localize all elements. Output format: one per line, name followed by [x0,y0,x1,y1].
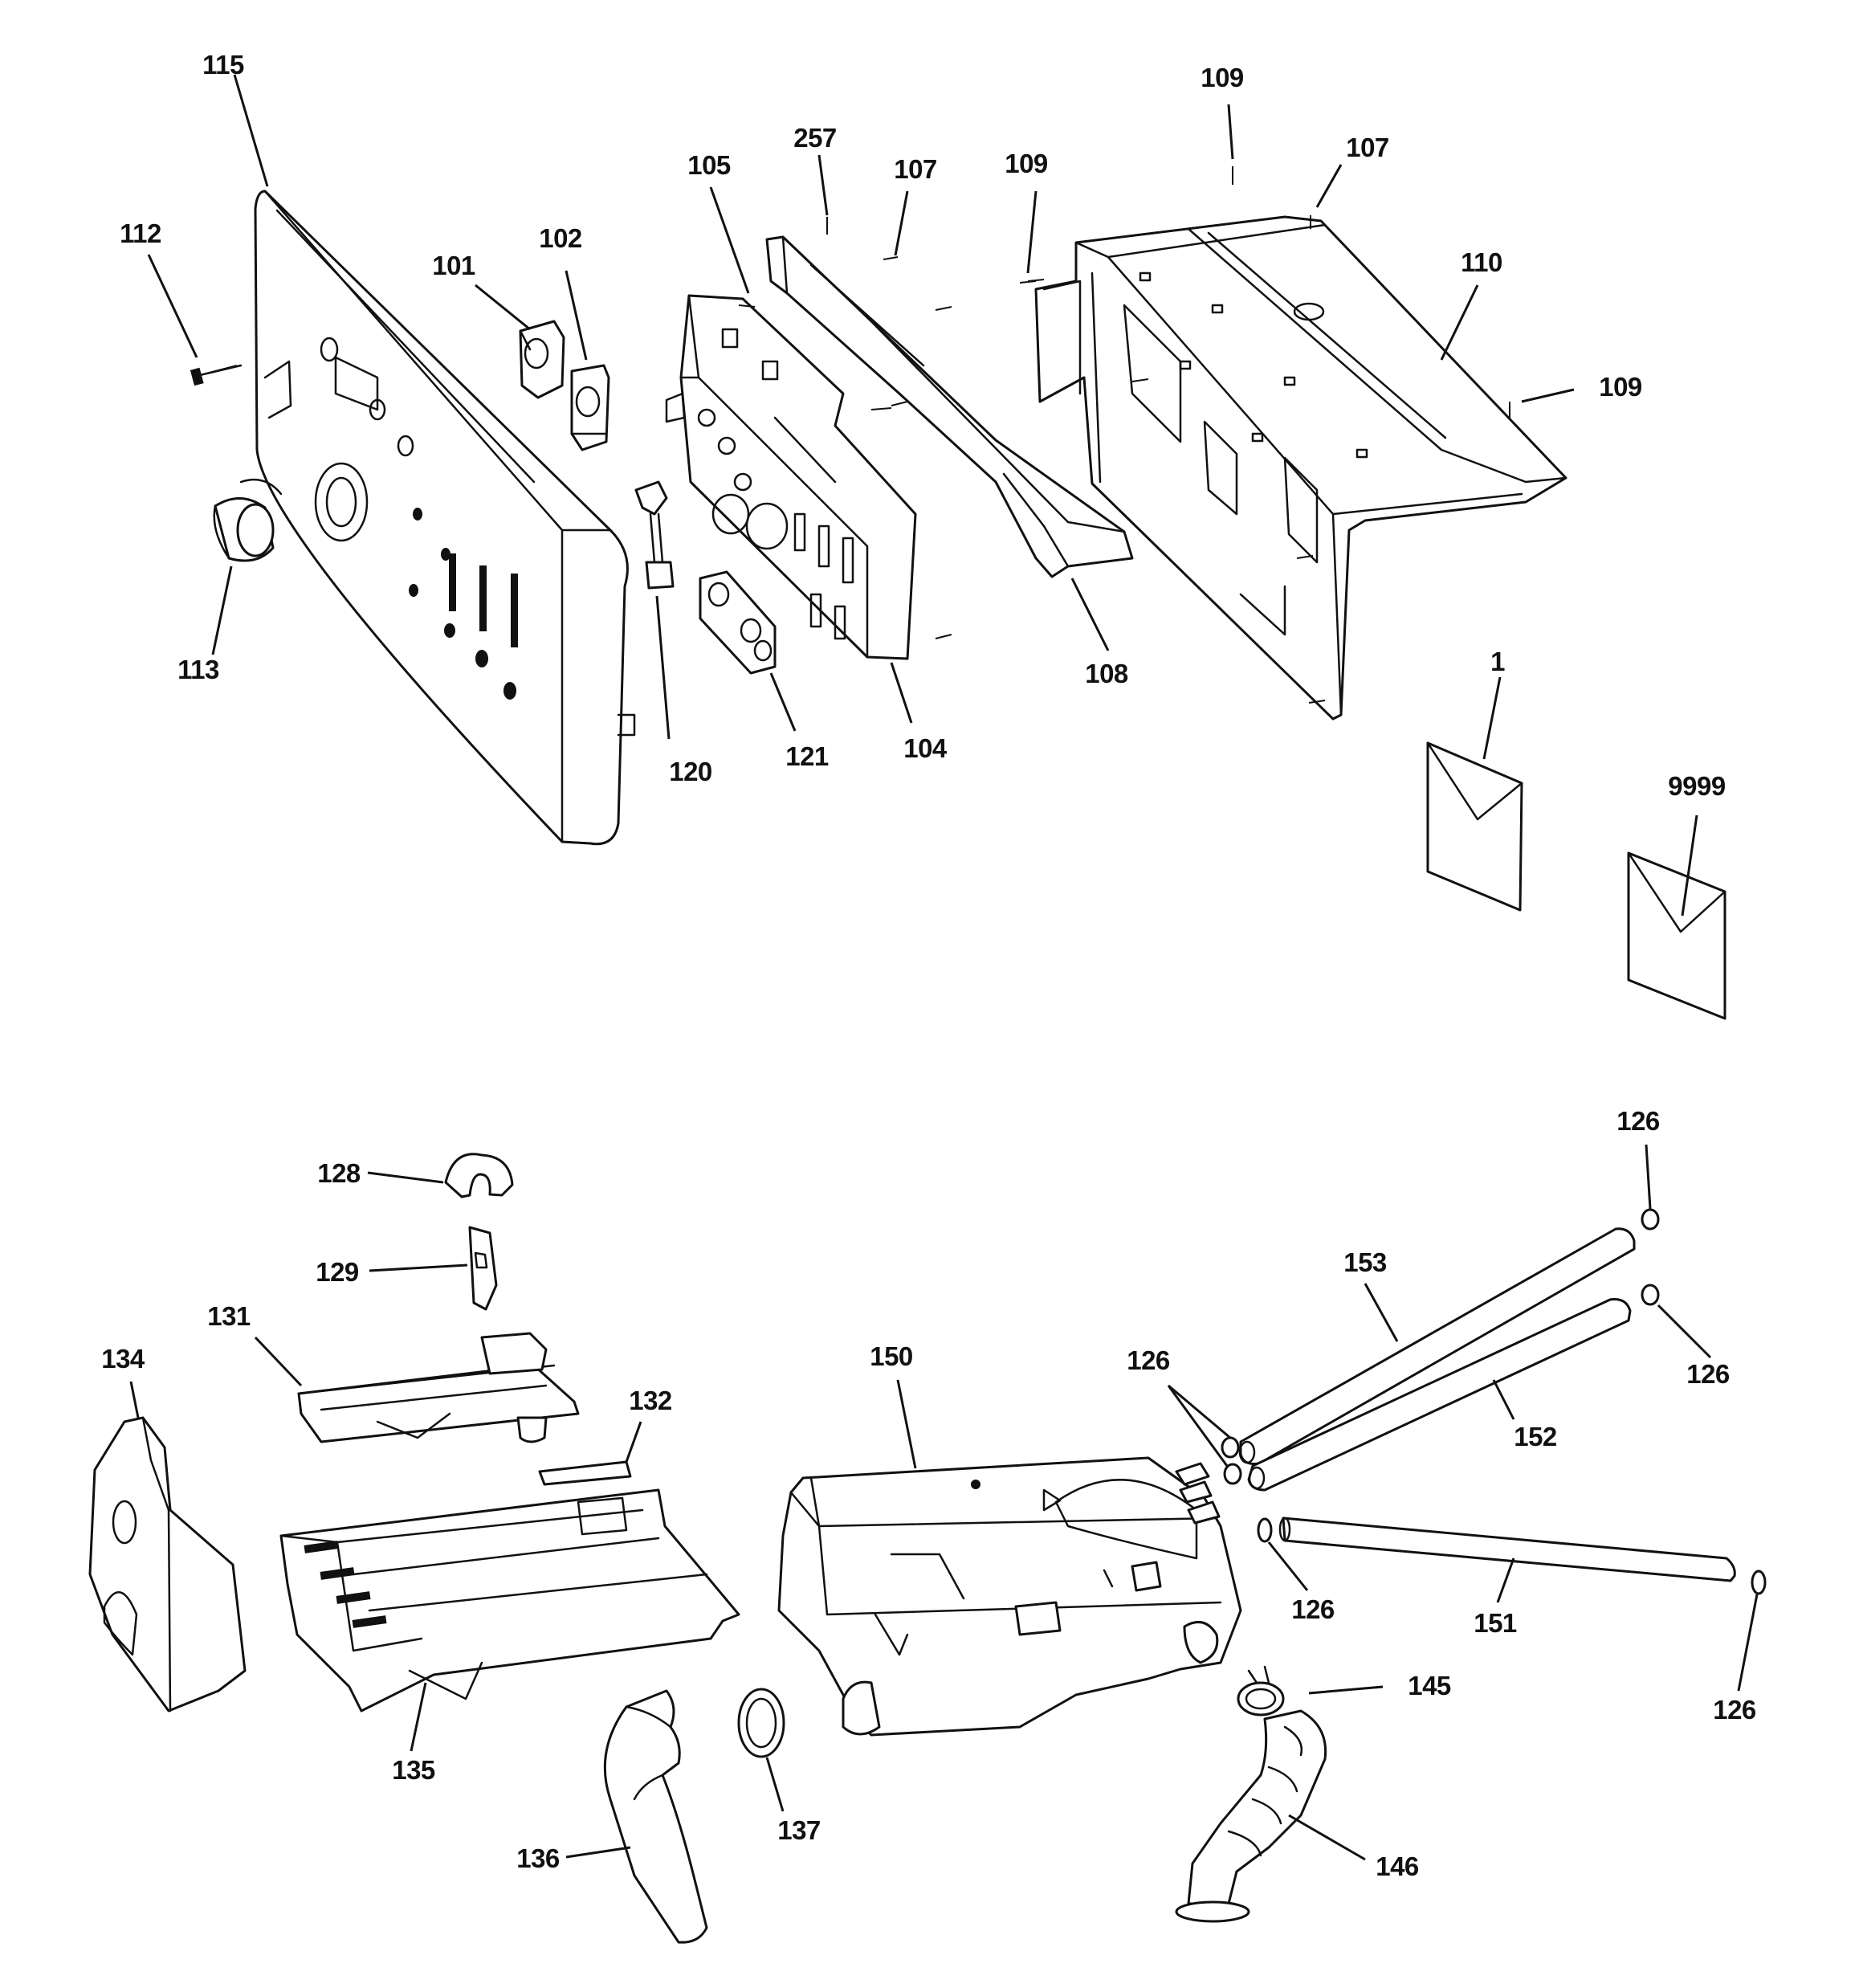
part-151-hose [1278,1517,1736,1582]
callout-109c: 109 [1599,372,1642,402]
callout-113: 113 [177,655,219,684]
part-110-top-panel [1027,215,1567,720]
part-131-siphon-cover [297,1332,580,1443]
part-126-clamps [1221,1208,1767,1595]
callout-120: 120 [669,757,712,786]
callout-105: 105 [687,150,731,180]
callout-108: 108 [1085,659,1128,688]
part-120-harness [634,480,675,590]
part-9999-document [1627,851,1726,1020]
part-113-knob [213,478,283,562]
callout-151: 151 [1474,1608,1517,1638]
part-135-dispenser-drawer [279,1488,740,1712]
part-152-hose [1247,1298,1632,1492]
callout-1: 1 [1490,647,1505,676]
part-128-u-clip [444,1153,514,1198]
callout-labels: 115 112 113 101 102 105 257 107 120 121 … [101,50,1756,1881]
callout-137: 137 [777,1815,821,1845]
part-115-control-panel [254,190,636,846]
callout-131: 131 [207,1301,251,1331]
callout-107b: 107 [1346,133,1389,162]
callout-146: 146 [1376,1851,1419,1881]
callout-135: 135 [392,1755,435,1785]
part-146-hose [1175,1709,1327,1923]
part-1-document [1426,741,1523,912]
leader-lines [129,74,1759,1861]
callout-104: 104 [903,733,948,763]
part-129-cap [468,1226,498,1311]
callout-126e: 126 [1713,1695,1756,1725]
callout-9999: 9999 [1668,771,1726,801]
callout-107a: 107 [894,154,937,184]
callout-101: 101 [432,251,475,280]
part-145-clamp [1237,1665,1285,1717]
part-134-drawer-front [88,1416,247,1712]
callout-102: 102 [539,223,582,253]
callout-132: 132 [629,1386,672,1415]
callout-136: 136 [516,1843,560,1873]
callout-121: 121 [785,741,829,771]
callout-128: 128 [317,1158,361,1188]
callout-152: 152 [1514,1422,1557,1451]
part-101-switch [519,320,565,399]
callout-126d: 126 [1291,1594,1335,1624]
part-150-dispenser-housing [777,1456,1242,1737]
callout-126c: 126 [1686,1359,1730,1389]
callout-126b: 126 [1127,1345,1170,1375]
part-108-bracket [765,235,1165,578]
callout-109b: 109 [1201,63,1244,92]
part-104-105-control-board [665,294,952,660]
callout-145: 145 [1408,1671,1451,1700]
callout-112: 112 [120,218,161,248]
part-102-switch [570,364,610,451]
callout-129: 129 [316,1257,359,1287]
callout-115: 115 [202,50,244,80]
callout-153: 153 [1343,1247,1387,1277]
part-137-ring [737,1688,785,1758]
callout-110: 110 [1461,247,1502,277]
part-132-spring [538,1460,632,1486]
callout-134: 134 [101,1344,145,1374]
part-136-hose [603,1689,708,1944]
screws-top [826,166,1510,418]
part-112-screw [190,364,243,386]
callout-150: 150 [870,1341,913,1371]
part-153-hose [1238,1227,1636,1465]
callout-109a: 109 [1005,149,1048,178]
callout-257: 257 [793,123,837,153]
callout-126a: 126 [1616,1106,1660,1136]
part-121-switch-block [699,570,777,675]
